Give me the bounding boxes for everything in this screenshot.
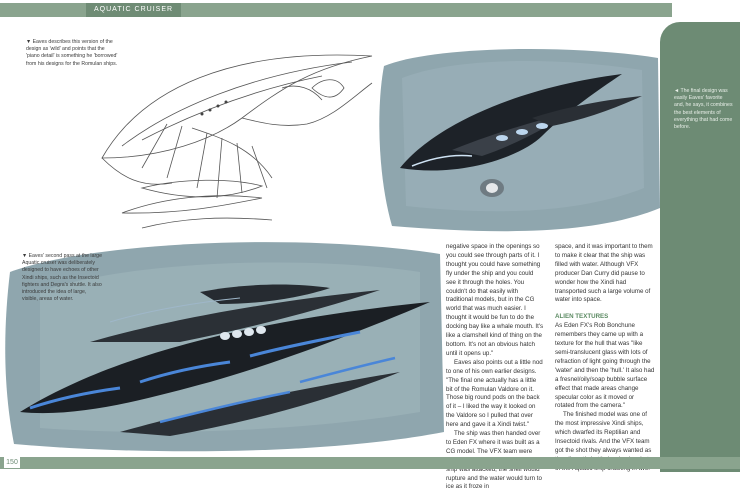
section-heading: ALIEN TEXTURES [555, 313, 609, 321]
side-caption: ◄ The final design was easily Eaves' fav… [674, 88, 733, 131]
side-panel [660, 22, 740, 472]
painting-caption: ▼ Eaves' second pass at the large Aquati… [22, 253, 102, 303]
footer-bar [0, 457, 740, 469]
body-paragraph: As Eden FX's Rob Bonchune remembers they… [555, 322, 655, 410]
section-tag: AQUATIC CRUISER [86, 3, 182, 17]
page-number: 150 [4, 456, 20, 468]
body-paragraph: negative space in the openings so you co… [446, 243, 544, 357]
body-column-1: negative space in the openings so you co… [446, 243, 544, 492]
body-paragraph: Eaves also points out a little nod to on… [446, 358, 543, 429]
concept-painting-top [379, 48, 660, 232]
body-paragraph: space, and it was important to them to m… [555, 243, 653, 304]
concept-painting-bottom [5, 242, 445, 452]
pencil-sketch-image [101, 54, 373, 229]
sketch-caption: ▼ Eaves describes this version of the de… [26, 39, 118, 67]
body-column-2: space, and it was important to them to m… [555, 243, 655, 474]
